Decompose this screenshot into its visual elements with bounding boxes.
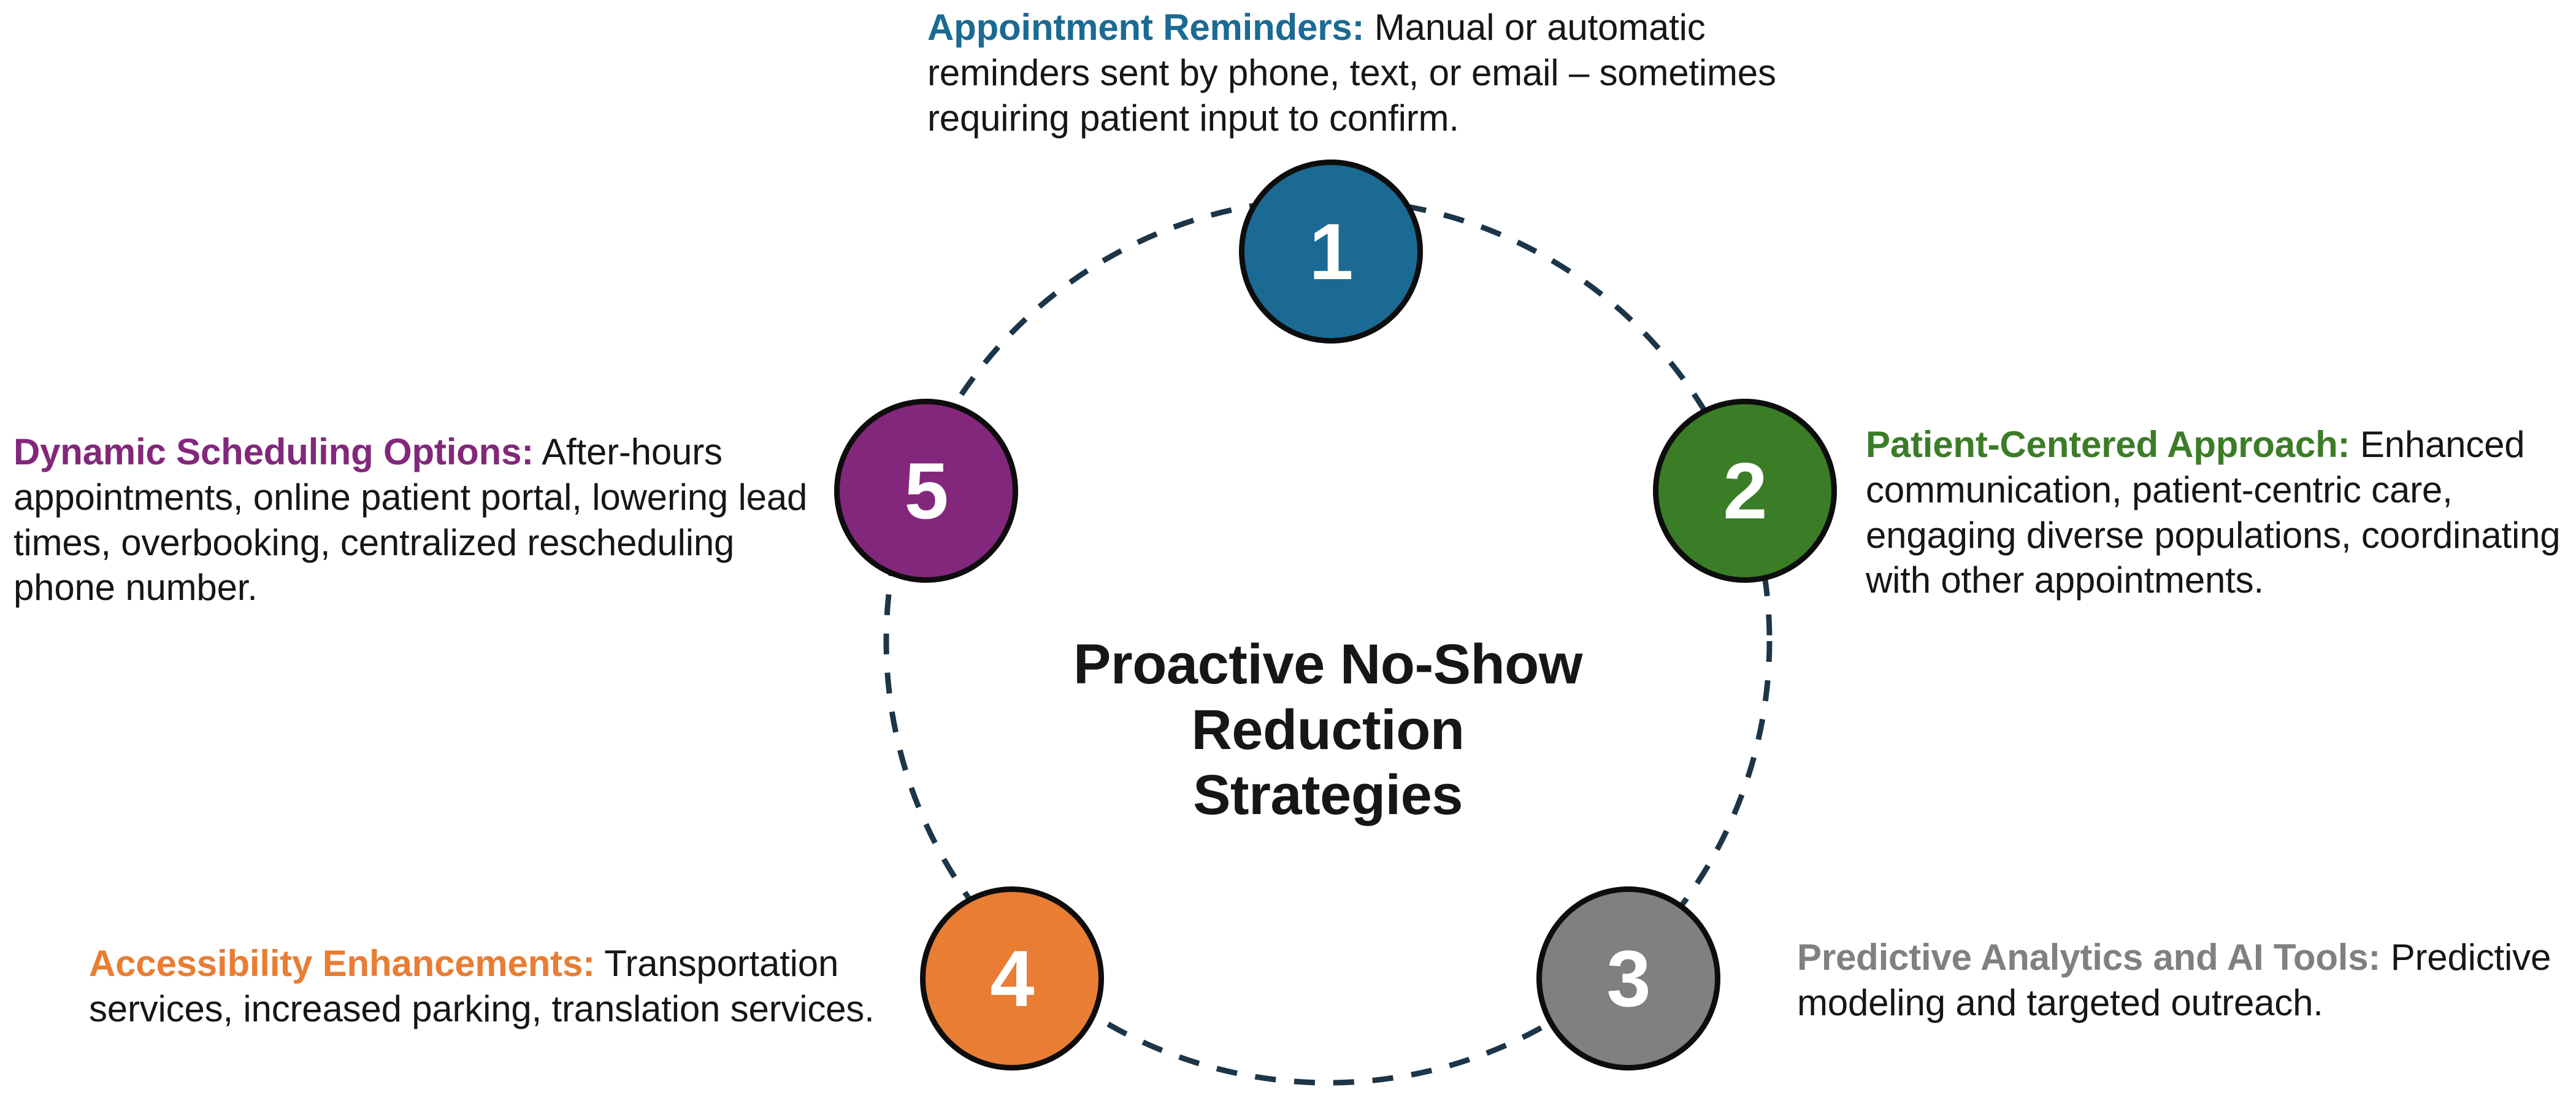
node-circle-3[interactable]: 3 bbox=[1536, 886, 1720, 1070]
label-block-3: Predictive Analytics and AI Tools: Predi… bbox=[1797, 935, 2576, 1026]
node-circle-4[interactable]: 4 bbox=[920, 886, 1104, 1070]
node-number-1: 1 bbox=[1309, 207, 1353, 296]
label-body-4: Transportation services, increased parki… bbox=[89, 943, 875, 1029]
label-body-5: After-hours appointments, online patient… bbox=[13, 431, 808, 609]
center-title-line-1: Proactive No-Show Reduction bbox=[1073, 633, 1582, 761]
label-header-2: Patient-Centered Approach: bbox=[1866, 424, 2350, 465]
label-block-5: Dynamic Scheduling Options: After-hours … bbox=[13, 429, 823, 610]
label-body-2: Enhanced communication, patient-centric … bbox=[1866, 424, 2561, 601]
label-header-1: Appointment Reminders: bbox=[927, 7, 1365, 48]
node-circle-1[interactable]: 1 bbox=[1239, 159, 1423, 344]
center-title: Proactive No-Show Reduction Strategies bbox=[948, 632, 1708, 828]
node-number-3: 3 bbox=[1606, 934, 1650, 1023]
center-title-line-2: Strategies bbox=[1193, 764, 1463, 827]
label-body-3: Predictive modeling and targeted outreac… bbox=[1797, 937, 2551, 1023]
node-circle-5[interactable]: 5 bbox=[834, 399, 1018, 583]
label-body-1: Manual or automatic reminders sent by ph… bbox=[927, 7, 1776, 139]
node-number-4: 4 bbox=[990, 934, 1034, 1023]
node-number-2: 2 bbox=[1723, 446, 1767, 536]
label-block-1: Appointment Reminders: Manual or automat… bbox=[927, 5, 1786, 140]
node-circle-2[interactable]: 2 bbox=[1653, 399, 1837, 583]
label-header-3: Predictive Analytics and AI Tools: bbox=[1797, 937, 2381, 978]
label-header-4: Accessibility Enhancements: bbox=[89, 943, 595, 984]
label-block-2: Patient-Centered Approach: Enhanced comm… bbox=[1866, 422, 2576, 603]
node-number-5: 5 bbox=[904, 446, 948, 536]
label-block-4: Accessibility Enhancements: Transportati… bbox=[89, 941, 960, 1032]
label-header-5: Dynamic Scheduling Options: bbox=[13, 431, 534, 472]
